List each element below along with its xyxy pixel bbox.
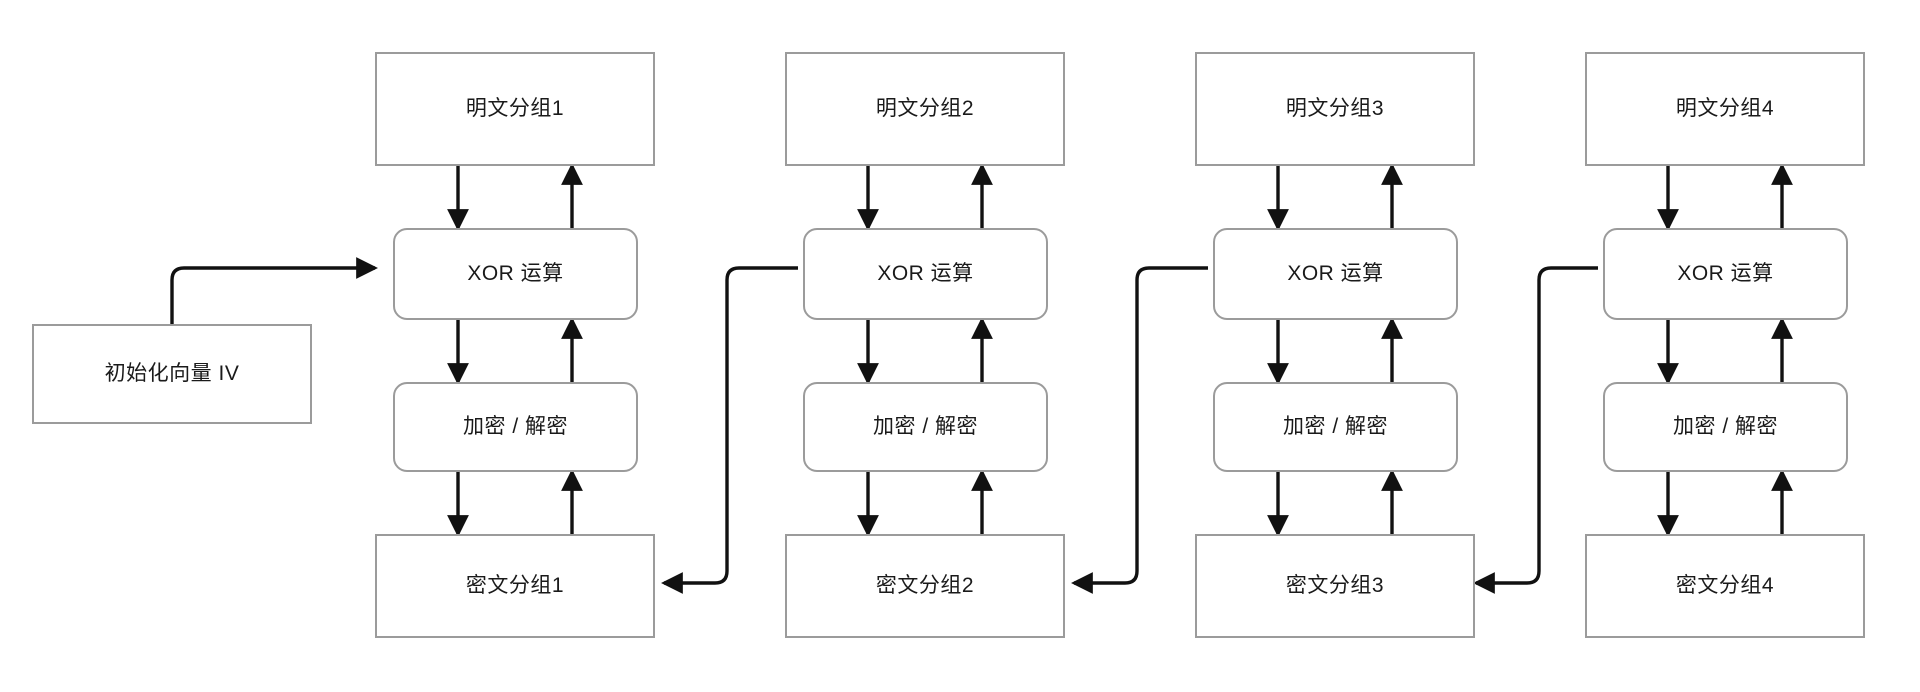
node-plaintext-4-label: 明文分组4 [1675,97,1775,121]
node-ciphertext-3[interactable]: 密文分组3 [1195,534,1475,638]
node-iv[interactable]: 初始化向量 IV [32,324,312,424]
node-xor-3-label: XOR 运算 [1287,262,1384,286]
node-cipher-op-1[interactable]: 加密 / 解密 [393,382,638,472]
node-xor-1[interactable]: XOR 运算 [393,228,638,320]
node-xor-2-label: XOR 运算 [877,262,974,286]
node-cipher-op-2[interactable]: 加密 / 解密 [803,382,1048,472]
node-cipher-op-3[interactable]: 加密 / 解密 [1213,382,1458,472]
node-plaintext-1[interactable]: 明文分组1 [375,52,655,166]
node-ciphertext-2-label: 密文分组2 [875,574,975,598]
node-xor-2[interactable]: XOR 运算 [803,228,1048,320]
node-cipher-op-4-label: 加密 / 解密 [1672,415,1778,439]
node-plaintext-3[interactable]: 明文分组3 [1195,52,1475,166]
edge-xor-2-to-ciphertext-1 [661,266,798,594]
edge-xor-3-to-ciphertext-2 [1071,266,1208,594]
node-ciphertext-1-label: 密文分组1 [465,574,565,598]
node-ciphertext-2[interactable]: 密文分组2 [785,534,1065,638]
node-plaintext-2[interactable]: 明文分组2 [785,52,1065,166]
node-ciphertext-4-label: 密文分组4 [1675,574,1775,598]
node-plaintext-3-label: 明文分组3 [1285,97,1385,121]
node-ciphertext-1[interactable]: 密文分组1 [375,534,655,638]
node-ciphertext-4[interactable]: 密文分组4 [1585,534,1865,638]
node-ciphertext-3-label: 密文分组3 [1285,574,1385,598]
edge-iv-to-xor-1 [170,257,378,324]
node-xor-4[interactable]: XOR 运算 [1603,228,1848,320]
node-plaintext-2-label: 明文分组2 [875,97,975,121]
node-cipher-op-4[interactable]: 加密 / 解密 [1603,382,1848,472]
node-plaintext-4[interactable]: 明文分组4 [1585,52,1865,166]
node-cipher-op-3-label: 加密 / 解密 [1282,415,1388,439]
node-cipher-op-1-label: 加密 / 解密 [462,415,568,439]
node-xor-1-label: XOR 运算 [467,262,564,286]
node-plaintext-1-label: 明文分组1 [465,97,565,121]
edge-xor-4-to-ciphertext-3 [1473,266,1598,594]
node-xor-3[interactable]: XOR 运算 [1213,228,1458,320]
node-cipher-op-2-label: 加密 / 解密 [872,415,978,439]
node-xor-4-label: XOR 运算 [1677,262,1774,286]
node-iv-label: 初始化向量 IV [104,362,240,386]
